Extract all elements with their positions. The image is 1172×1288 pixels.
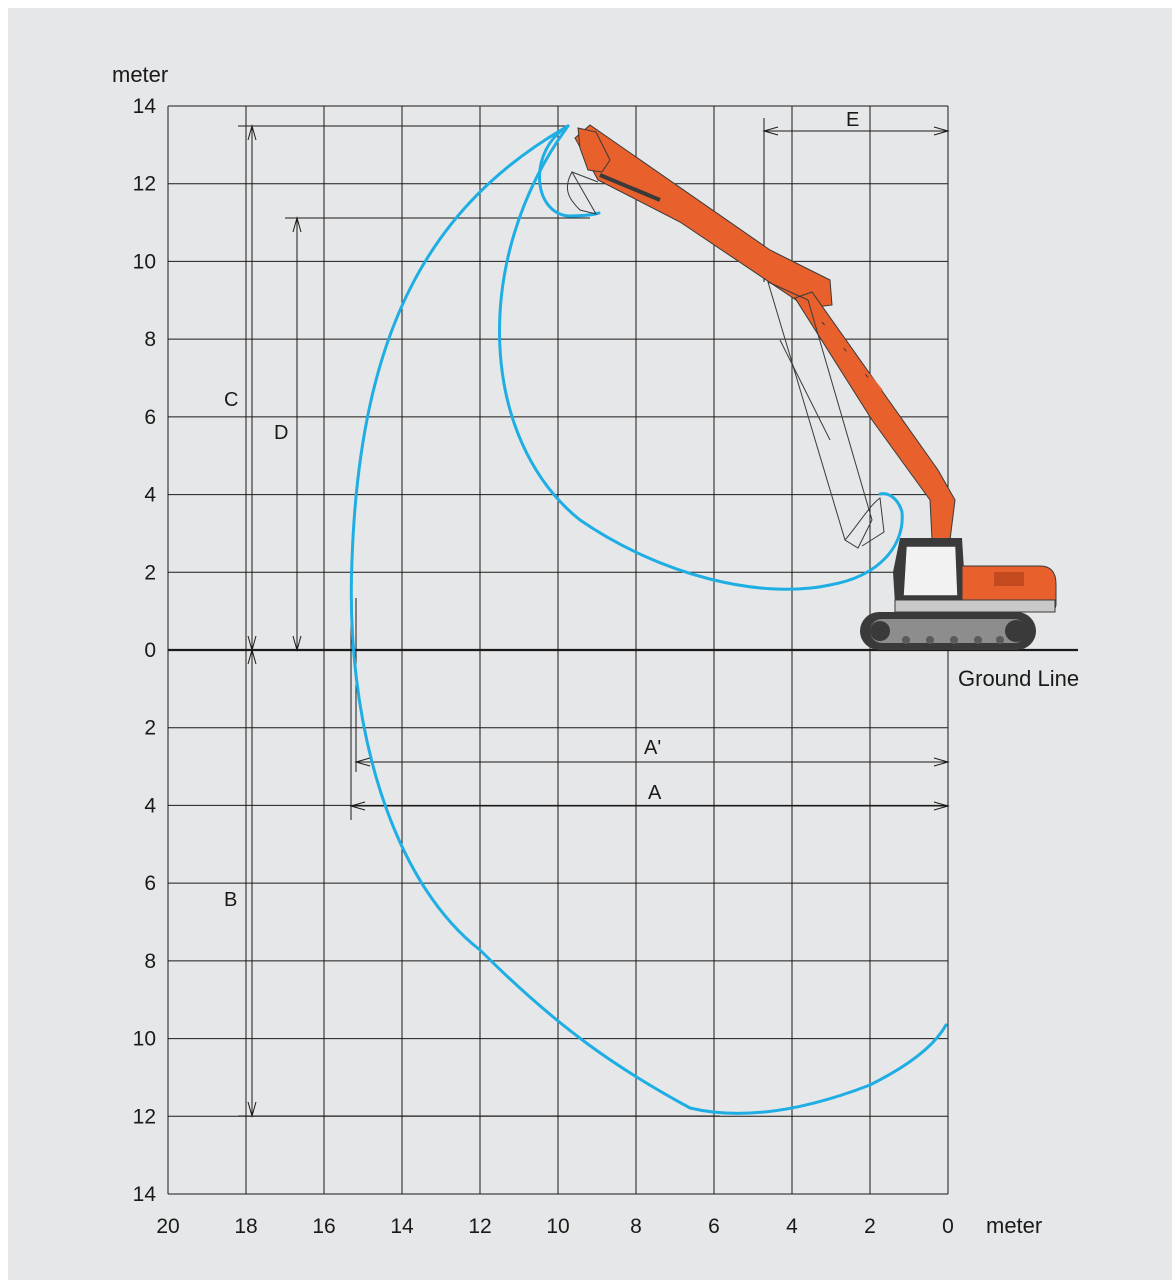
y-tick-label: 10 xyxy=(133,250,156,273)
top-bucket-envelope xyxy=(538,124,601,218)
outer-reach-envelope xyxy=(349,124,948,1115)
y-tick-labels: 14 12 10 8 6 4 2 0 2 4 6 8 10 12 14 xyxy=(133,95,157,1206)
top-bucket-outline xyxy=(567,170,599,215)
y-tick-label: 14 xyxy=(133,95,157,118)
x-tick-label: 4 xyxy=(786,1215,798,1238)
ground-line-label: Ground Line xyxy=(958,666,1079,691)
dim-b-arrow-bottom xyxy=(247,1101,257,1118)
dim-e-arrow-left xyxy=(762,126,779,136)
x-tick-label: 10 xyxy=(546,1215,569,1238)
y-axis-unit: meter xyxy=(112,62,168,87)
y-tick-label: 12 xyxy=(133,173,156,196)
dim-label-c: C xyxy=(224,389,238,411)
arm-cylinder xyxy=(599,173,661,202)
dimension-lines xyxy=(238,118,950,1118)
x-tick-label: 8 xyxy=(630,1215,642,1238)
dim-label-d: D xyxy=(274,422,288,444)
dim-b-arrow-top xyxy=(247,648,257,665)
y-tick-label: 10 xyxy=(133,1028,156,1051)
dim-a-prime-arrow-left xyxy=(354,757,371,767)
axis-labels: meter meter Ground Line xyxy=(112,62,1079,1238)
idler-wheel xyxy=(870,621,890,641)
y-tick-label: 2 xyxy=(144,717,156,740)
track-rollers xyxy=(902,636,1004,644)
x-tick-label: 14 xyxy=(390,1215,414,1238)
x-tick-label: 18 xyxy=(234,1215,257,1238)
sprocket-wheel xyxy=(1005,620,1027,642)
engine-grille xyxy=(994,572,1024,586)
x-tick-label: 2 xyxy=(864,1215,876,1238)
dim-a-arrow-left xyxy=(349,801,366,811)
x-tick-label: 0 xyxy=(942,1215,954,1238)
y-tick-label: 4 xyxy=(144,484,156,507)
boom-cylinder xyxy=(819,319,883,395)
lowered-arm-outline xyxy=(767,281,885,549)
y-tick-label: 14 xyxy=(133,1183,157,1206)
cab-window xyxy=(902,545,959,597)
dim-d-arrow-bottom xyxy=(292,635,302,652)
y-tick-label: 6 xyxy=(144,872,156,895)
x-tick-label: 16 xyxy=(312,1215,335,1238)
dim-c-arrow-top xyxy=(247,124,257,141)
y-tick-label: 8 xyxy=(144,328,156,351)
dim-label-e: E xyxy=(846,109,859,131)
excavator-bucket xyxy=(577,127,611,173)
dim-label-b: B xyxy=(224,889,237,911)
y-tick-label: 4 xyxy=(144,794,156,817)
x-axis-unit: meter xyxy=(986,1213,1042,1238)
y-tick-label: 2 xyxy=(144,561,156,584)
dim-a-prime-arrow-right xyxy=(933,757,950,767)
y-tick-label: 12 xyxy=(133,1105,156,1128)
y-tick-label: 6 xyxy=(144,406,156,429)
y-tick-label: 0 xyxy=(144,639,156,662)
excavator-machine xyxy=(567,124,1057,650)
y-tick-label: 8 xyxy=(144,950,156,973)
dim-label-a: A xyxy=(648,782,662,804)
x-tick-label: 12 xyxy=(468,1215,491,1238)
dim-a-arrow-right xyxy=(933,801,950,811)
upper-frame xyxy=(894,599,1056,613)
working-envelope xyxy=(349,124,948,1115)
dim-d-arrow-top xyxy=(292,216,302,233)
track-frame xyxy=(870,619,1026,643)
x-tick-label: 20 xyxy=(156,1215,179,1238)
dim-e-arrow-right xyxy=(933,126,950,136)
x-tick-label: 6 xyxy=(708,1215,720,1238)
excavator-arm xyxy=(574,124,833,309)
dim-label-a-prime: A' xyxy=(644,737,661,759)
inner-curl-envelope xyxy=(498,124,904,591)
